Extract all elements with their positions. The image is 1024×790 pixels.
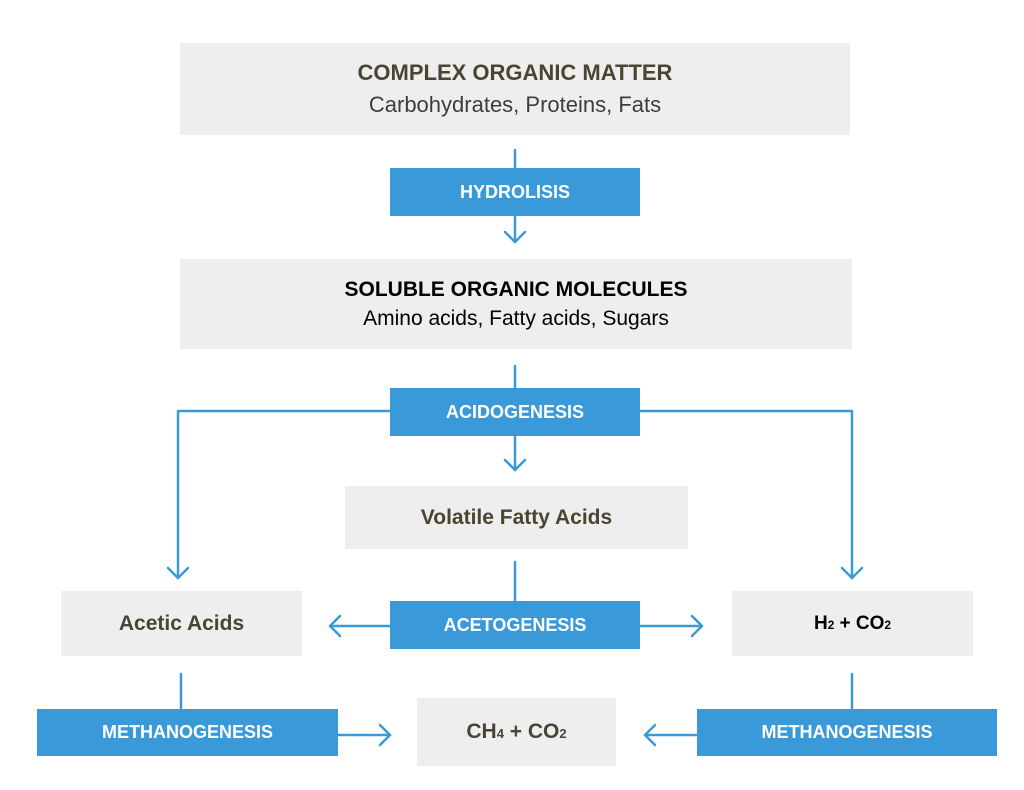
arrow-line [176,409,392,580]
arrow-head [840,566,864,580]
acetic-acids-label: Acetic Acids [118,611,245,635]
arrow-head [378,723,392,747]
arrow-head [503,230,527,244]
arrow-head [690,614,704,638]
acidogenesis-step: ACIDOGENESIS [390,388,640,436]
acidogenesis-label: ACIDOGENESIS [445,401,585,422]
hydrogen-symbol: H [814,612,828,634]
arrow-head [328,614,342,638]
methanogenesis-right-label: METHANOGENESIS [761,722,933,742]
soluble-organic-molecules-box: SOLUBLE ORGANIC MOLECULES Amino acids, F… [180,259,852,349]
arrow-head [643,723,657,747]
acetogenesis-label: ACETOGENESIS [443,614,587,635]
arrow-head [166,566,190,580]
acetogenesis-step: ACETOGENESIS [390,601,640,649]
arrow-line [638,409,854,580]
complex-organic-matter-box: COMPLEX ORGANIC MATTER Carbohydrates, Pr… [180,43,850,135]
volatile-fatty-acids-label: Volatile Fatty Acids [420,505,613,529]
soluble-organic-molecules-title: SOLUBLE ORGANIC MOLECULES [344,277,688,301]
hydrolysis-step: HYDROLISIS [390,168,640,216]
methanogenesis-right-step: METHANOGENESIS [697,709,997,756]
methane-symbol: CH [466,720,497,743]
arrow-head [503,458,527,472]
methanogenesis-left-label: METHANOGENESIS [101,722,274,742]
acetic-acids-box: Acetic Acids [61,591,302,656]
plus-co-text: + CO [503,720,560,743]
volatile-fatty-acids-box: Volatile Fatty Acids [345,486,688,549]
hydrolysis-label: HYDROLISIS [459,181,570,202]
complex-organic-matter-subtitle: Carbohydrates, Proteins, Fats [368,92,662,117]
plus-co-text: + CO [834,612,885,634]
methanogenesis-left-step: METHANOGENESIS [37,709,338,756]
complex-organic-matter-title: COMPLEX ORGANIC MATTER [357,60,673,85]
soluble-organic-molecules-subtitle: Amino acids, Fatty acids, Sugars [363,306,669,330]
